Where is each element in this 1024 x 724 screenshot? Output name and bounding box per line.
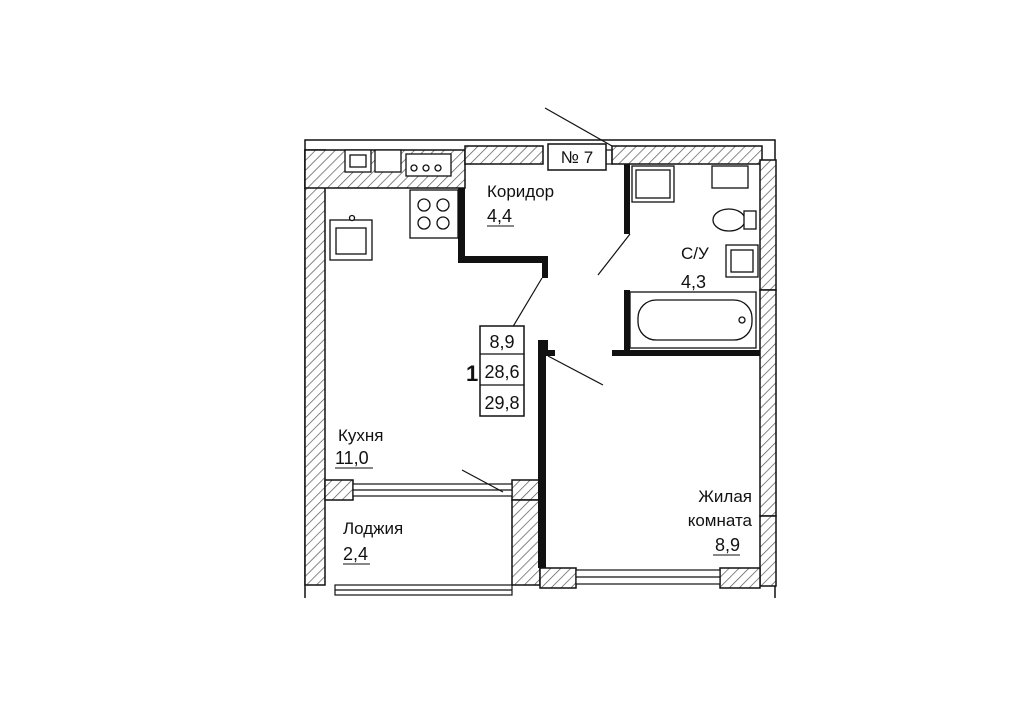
partition-bath-bottom xyxy=(612,290,760,356)
rooms-count: 1 xyxy=(466,361,478,386)
wall-left xyxy=(304,149,326,586)
stove xyxy=(409,189,459,239)
apartment-number: № 7 xyxy=(561,148,593,167)
kitchen-name: Кухня xyxy=(338,426,384,445)
wall-right-lower xyxy=(759,515,777,587)
partition-living-left xyxy=(538,340,555,568)
windows xyxy=(334,483,721,596)
bath-vent xyxy=(711,165,749,189)
bathroom-name: С/У xyxy=(681,244,709,263)
partition-bath-left xyxy=(624,164,630,234)
interior-walls xyxy=(458,164,760,568)
corridor-area: 4,4 xyxy=(487,206,512,226)
wall-top-corridor xyxy=(464,145,544,165)
kitchen-area: 11,0 xyxy=(335,448,369,468)
bathroom-area: 4,3 xyxy=(681,272,706,292)
wall-loggia-right xyxy=(511,499,541,586)
ventilation-duct-2 xyxy=(374,149,402,173)
wall-kitchen-loggia-right xyxy=(511,479,541,501)
area-living-value: 8,9 xyxy=(489,332,514,352)
partition-kitchen-corridor xyxy=(458,188,548,278)
wall-kitchen-loggia-left xyxy=(324,479,354,501)
wall-right-mid xyxy=(759,289,777,517)
toilet xyxy=(712,208,746,232)
door-bath xyxy=(597,233,631,276)
door-loggia xyxy=(461,469,504,493)
corridor-name: Коридор xyxy=(487,182,554,201)
door-living xyxy=(547,355,604,386)
apartment-number-box xyxy=(547,143,607,171)
door-frame-left xyxy=(605,149,613,165)
living-area: 8,9 xyxy=(715,535,740,555)
door-entrance xyxy=(544,107,613,147)
exterior-walls xyxy=(304,145,777,589)
room-labels: Коридор 4,4 С/У 4,3 Кухня 11,0 Лоджия 2,… xyxy=(335,182,753,565)
wall-top-bath xyxy=(611,145,763,165)
area-total-value: 29,8 xyxy=(484,393,519,413)
area-main-value: 28,6 xyxy=(484,362,519,382)
loggia-area: 2,4 xyxy=(343,544,368,564)
wall-living-bottom-right xyxy=(719,567,761,589)
living-name-line1: Жилая xyxy=(698,487,752,506)
loggia-name: Лоджия xyxy=(343,519,403,538)
wall-right-upper xyxy=(759,159,777,291)
area-summary: 1 8,9 28,6 29,8 xyxy=(466,325,525,417)
kitchen-fixtures xyxy=(329,149,459,261)
bathroom-fixtures xyxy=(629,165,759,349)
wall-living-bottom-left xyxy=(539,567,577,589)
living-name-line2: комната xyxy=(688,511,753,530)
